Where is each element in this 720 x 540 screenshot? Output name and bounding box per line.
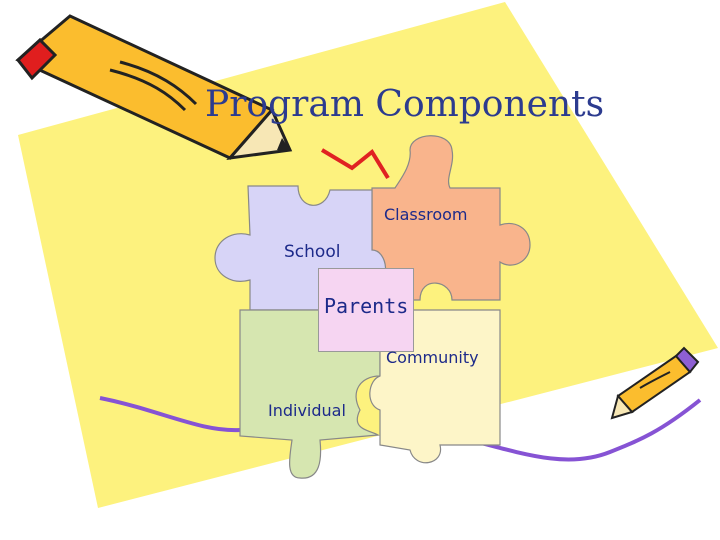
parents-label: Parents [324,292,414,320]
classroom-label: Classroom [384,205,467,224]
individual-label: Individual [268,401,346,420]
school-label: School [284,242,340,262]
community-label: Community [386,348,479,367]
slide-title: Program Components [205,84,604,125]
squiggle-right [470,400,700,460]
